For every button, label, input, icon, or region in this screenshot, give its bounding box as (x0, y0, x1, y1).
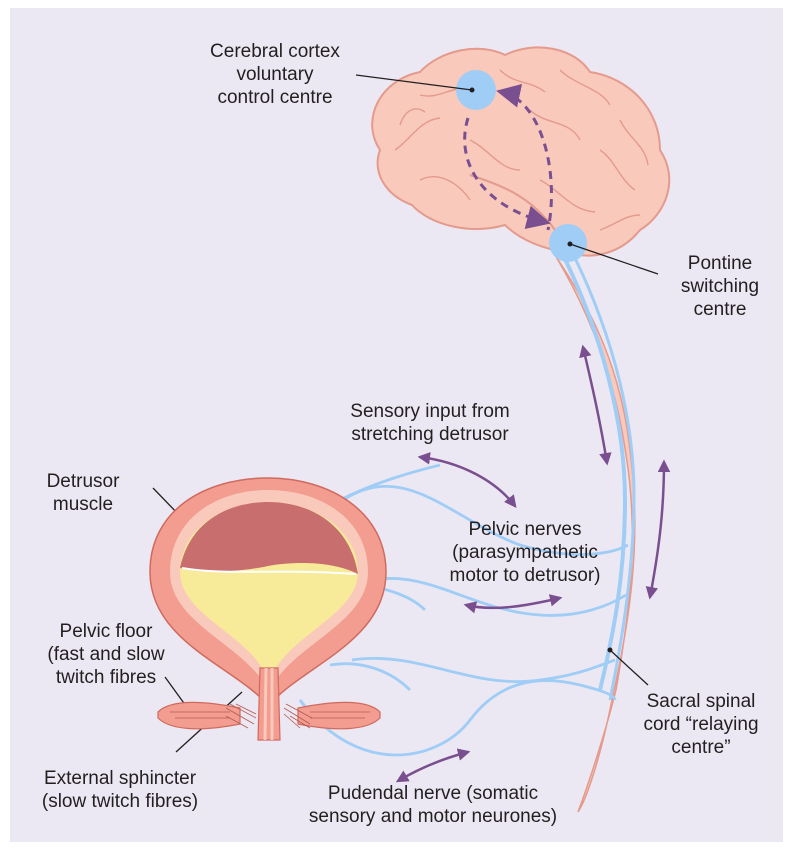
cortex-centre-marker (456, 70, 496, 110)
label-pelvic-nerves: Pelvic nerves (parasympathetic motor to … (430, 518, 620, 587)
label-sacral-spinal-cord: Sacral spinal cord “relaying centre” (626, 690, 776, 759)
label-pelvic-floor: Pelvic floor (fast and slow twitch fibre… (26, 620, 186, 689)
bladder-illustration (150, 478, 386, 740)
label-external-sphincter: External sphincter (slow twitch fibres) (20, 767, 220, 813)
label-cerebral-cortex: Cerebral cortex voluntary control centre (185, 40, 365, 109)
label-pudendal-nerve: Pudendal nerve (somatic sensory and moto… (283, 782, 583, 828)
label-detrusor-muscle: Detrusor muscle (18, 470, 148, 516)
label-sensory-input: Sensory input from stretching detrusor (330, 400, 530, 446)
label-pontine-centre: Pontine switching centre (660, 252, 780, 321)
brain-illustration (372, 47, 669, 255)
